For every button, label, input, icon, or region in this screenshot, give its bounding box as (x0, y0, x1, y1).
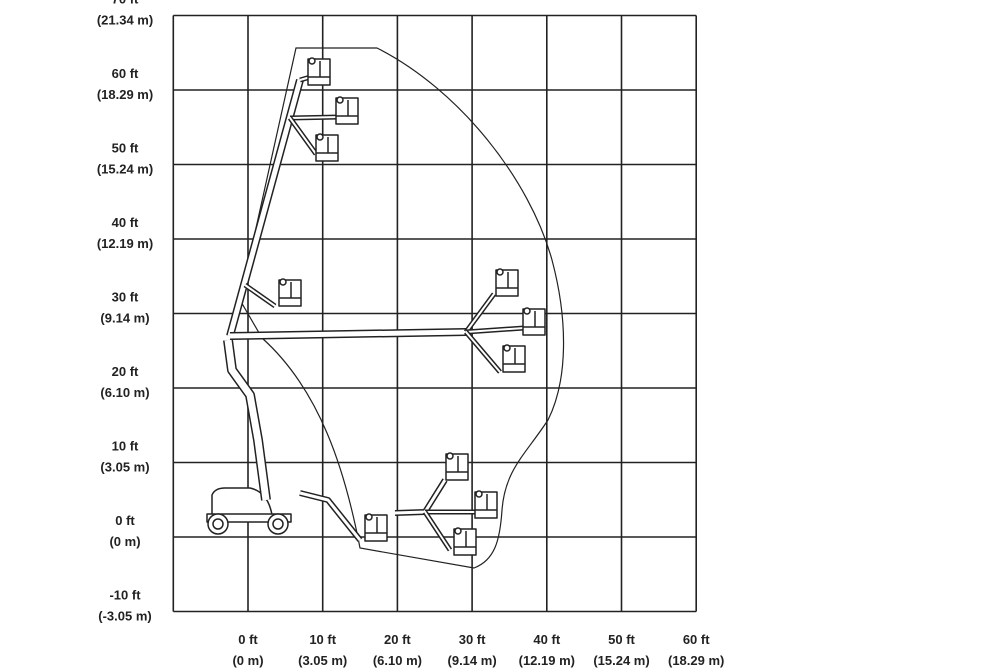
basket-rail (315, 134, 339, 162)
basket-control (496, 268, 504, 276)
wheel-hub (212, 518, 224, 530)
x-tick-label-ft: 30 ft (459, 632, 486, 647)
working-envelope (239, 47, 565, 569)
y-tick-label-m: (15.24 m) (97, 162, 153, 177)
basket-rail (307, 58, 331, 86)
basket-control (454, 527, 462, 535)
y-tick-label-ft: 10 ft (112, 439, 139, 454)
platform-basket (278, 278, 302, 307)
y-tick-label-m: (-3.05 m) (98, 609, 151, 624)
basket-control (316, 133, 324, 141)
x-tick-label-m: (12.19 m) (519, 653, 575, 668)
basket-control (523, 307, 531, 315)
y-tick-label-ft: -10 ft (109, 588, 141, 603)
basket-rail (502, 345, 526, 373)
jib-inner (244, 284, 276, 307)
below-boom (394, 478, 448, 516)
y-tick-label-m: (9.14 m) (100, 311, 149, 326)
basket-rail (445, 453, 469, 481)
below-boom-inner (299, 491, 362, 541)
x-tick-label-ft: 20 ft (384, 632, 411, 647)
chassis-base (206, 513, 292, 523)
basket-rail (335, 97, 359, 125)
x-tick-label-ft: 0 ft (238, 632, 258, 647)
x-tick-label-ft: 50 ft (608, 632, 635, 647)
wheel-hub (272, 518, 284, 530)
jib-inner (465, 327, 525, 333)
platform-basket (364, 513, 388, 542)
y-tick-label-m: (0 m) (109, 534, 140, 549)
main-boom-stowed-inner (227, 79, 303, 337)
x-tick-label-ft: 60 ft (683, 632, 710, 647)
y-tick-label-ft: 30 ft (112, 290, 139, 305)
platform-basket (445, 452, 469, 481)
x-tick-label-m: (15.24 m) (593, 653, 649, 668)
y-tick-label-ft: 60 ft (112, 66, 139, 81)
platform-basket (453, 527, 477, 556)
jib-inner (465, 331, 501, 373)
x-tick-label-ft: 40 ft (533, 632, 560, 647)
below-boom-inner (424, 511, 451, 551)
x-tick-label-m: (18.29 m) (668, 653, 724, 668)
basket-rail (522, 308, 546, 336)
x-tick-label-m: (3.05 m) (298, 653, 347, 668)
y-tick-label-ft: 70 ft (112, 0, 139, 7)
basket-rail (364, 514, 388, 542)
platform-basket (522, 307, 546, 336)
platform-basket (502, 344, 526, 373)
basket-rail (453, 528, 477, 556)
basket-control (308, 57, 316, 65)
y-tick-label-m: (6.10 m) (100, 385, 149, 400)
y-tick-label-ft: 50 ft (112, 141, 139, 156)
basket-control (336, 96, 344, 104)
y-tick-label-m: (18.29 m) (97, 87, 153, 102)
x-tick-label-ft: 10 ft (309, 632, 336, 647)
main-boom-horizontal-inner (229, 329, 467, 339)
platform-basket (474, 490, 498, 519)
platform-basket (335, 96, 359, 125)
basket-control (446, 452, 454, 460)
jib-inner (289, 117, 317, 155)
x-tick-label-m: (9.14 m) (448, 653, 497, 668)
x-tick-label-m: (6.10 m) (373, 653, 422, 668)
basket-control (365, 513, 373, 521)
jib-inner (289, 116, 341, 119)
y-tick-label-ft: 20 ft (112, 364, 139, 379)
basket-control (475, 490, 483, 498)
x-tick-label-m: (0 m) (232, 653, 263, 668)
machine (206, 57, 546, 556)
basket-rail (474, 491, 498, 519)
platform-basket (315, 133, 339, 162)
basket-control (279, 278, 287, 286)
basket-rail (495, 269, 519, 297)
y-tick-label-m: (12.19 m) (97, 236, 153, 251)
chassis (211, 487, 273, 519)
y-tick-label-ft: 40 ft (112, 215, 139, 230)
platform-basket (307, 57, 331, 86)
lower-boom-inner (224, 339, 270, 501)
basket-control (503, 344, 511, 352)
below-boom (299, 490, 363, 542)
y-tick-label-m: (3.05 m) (100, 460, 149, 475)
y-tick-label-ft: 0 ft (115, 513, 135, 528)
platform-basket (495, 268, 519, 297)
basket-rail (278, 279, 302, 307)
jib-inner (465, 293, 495, 333)
y-tick-label-m: (21.34 m) (97, 13, 153, 28)
